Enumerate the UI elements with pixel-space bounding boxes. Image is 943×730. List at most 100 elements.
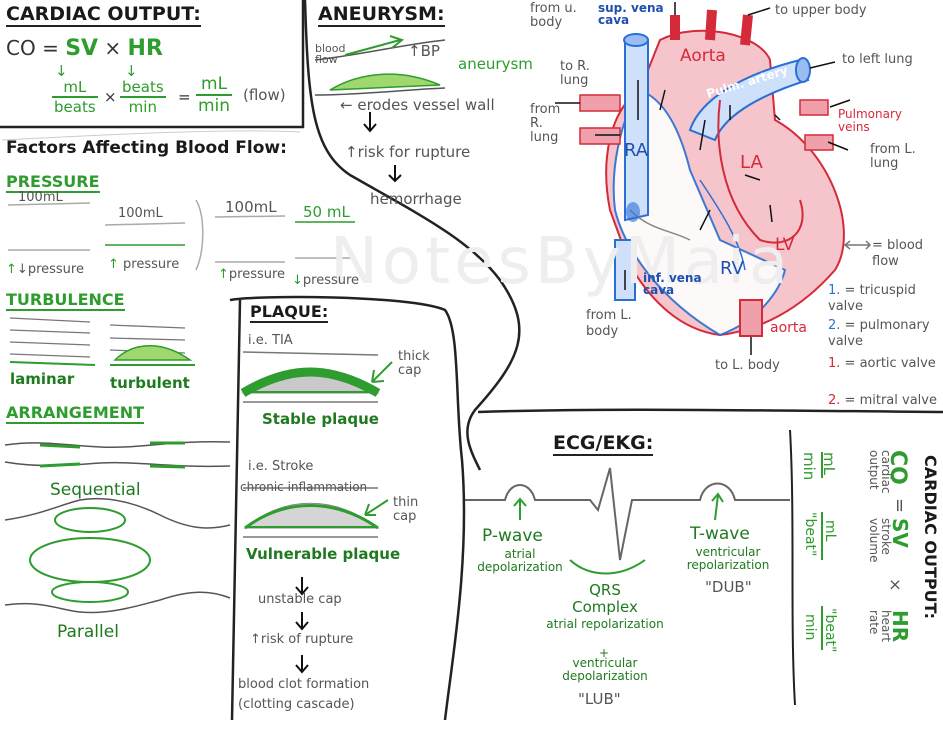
aneurysm-erodes: ← erodes vessel wall xyxy=(340,96,495,114)
section-divider-ecg xyxy=(477,408,943,414)
pressure-p4-text: pressure xyxy=(302,273,360,288)
heart-to-left-lung: to left lung xyxy=(842,52,913,67)
co-frac-1-num: mL xyxy=(52,78,98,98)
co-flow: (flow) xyxy=(243,86,286,104)
ecg-qrs: QRS Complex xyxy=(572,581,638,616)
sequential-label: Sequential xyxy=(50,480,141,500)
pressure-p3: ↑pressure xyxy=(218,267,286,282)
valve-legend-text: = pulmonary valve xyxy=(828,318,930,349)
heart-aorta-label: Aorta xyxy=(680,46,726,66)
heart-sup-vena-cava: sup. vena cava xyxy=(598,1,664,27)
plaque-cascade: (clotting cascade) xyxy=(238,697,355,712)
ecg-p-wave: P-wave xyxy=(482,526,543,546)
valve-legend-item: 1. = tricuspid valve xyxy=(828,283,938,315)
plaque-tia: i.e. TIA xyxy=(248,333,293,348)
valve-legend-item: 1. = aortic valve xyxy=(828,356,938,372)
co-frac-2-den: min xyxy=(128,98,157,116)
co-frac-1-den: beats xyxy=(54,98,96,116)
plaque-box-left xyxy=(230,299,242,721)
section-divider-co2 xyxy=(789,429,796,706)
co-title: CARDIAC OUTPUT: xyxy=(6,3,201,27)
pressure-v2: 100mL xyxy=(118,206,163,221)
parallel-label: Parallel xyxy=(57,622,119,642)
co-label: CO = xyxy=(6,36,59,60)
ecg-plus: + xyxy=(599,646,610,660)
valve-legend-item: 2. = mitral valve xyxy=(828,393,938,409)
heart-aorta-bottom: aorta xyxy=(770,320,807,336)
pressure-v4: 50 mL xyxy=(303,203,350,221)
arrangement-title: ARRANGEMENT xyxy=(6,403,145,424)
pressure-p2: ↑ pressure xyxy=(108,257,180,272)
ecg-qrs-desc1: atrial repolarization xyxy=(546,617,664,631)
co-frac-times: × xyxy=(104,88,117,106)
aneurysm-risk-text: risk for rupture xyxy=(357,143,471,161)
heart-ra: RA xyxy=(624,140,649,161)
aneurysm-risk: ↑risk for rupture xyxy=(345,143,471,161)
valve-legend-number: 2. xyxy=(828,393,845,408)
ecg-dub: "DUB" xyxy=(705,578,752,596)
plaque-stable: Stable plaque xyxy=(262,410,379,428)
legend-blood-flow: = blood flow xyxy=(872,238,924,269)
plaque-unstable: unstable cap xyxy=(258,592,342,607)
plaque-box-right xyxy=(229,295,466,721)
aneurysm-hemorrhage: hemorrhage xyxy=(370,190,462,208)
pressure-p3-text: pressure xyxy=(228,267,286,282)
co-times: × xyxy=(104,36,122,60)
heart-rv: RV xyxy=(720,258,744,279)
plaque-vulnerable: Vulnerable plaque xyxy=(246,545,401,563)
plaque-risk: ↑risk of rupture xyxy=(250,632,354,647)
co-arrow-2: ↓ xyxy=(125,62,138,80)
valve-legend-text: = tricuspid valve xyxy=(828,283,916,314)
pressure-p2-text: pressure xyxy=(123,257,180,272)
heart-diagram xyxy=(555,2,851,355)
valve-legend-number: 1. xyxy=(828,283,845,298)
pressure-v1: 100mL xyxy=(18,190,63,205)
valve-legend-text: = mitral valve xyxy=(844,393,937,408)
laminar-label: laminar xyxy=(10,370,75,388)
ecg-p-desc: atrial depolarization xyxy=(477,547,563,574)
aneurysm-label: aneurysm xyxy=(458,55,533,73)
plaque-chronic: chronic inflammation xyxy=(240,480,368,494)
co-frac-equals: = xyxy=(178,88,191,106)
heart-from-l-body: from L. body xyxy=(586,308,632,339)
plaque-thin-cap: thin cap xyxy=(393,495,419,524)
co-equation: CO = SV × HR xyxy=(6,36,163,61)
pressure-p4: ↓pressure xyxy=(292,273,360,288)
co-hr: HR xyxy=(127,36,163,61)
valve-legend-item: 2. = pulmonary valve xyxy=(828,318,938,350)
watermark: NotesByMaia xyxy=(330,225,793,299)
co-frac-3-num: mL xyxy=(196,74,233,96)
heart-la: LA xyxy=(740,152,763,173)
valve-legend-text: = aortic valve xyxy=(844,356,936,371)
heart-inf-vena-cava: inf. vena cava xyxy=(643,271,702,297)
heart-to-upper-body: to upper body xyxy=(775,3,867,18)
aneurysm-blood-flow: blood flow xyxy=(315,42,346,66)
pressure-p1: ↑↓pressure xyxy=(6,262,84,277)
aneurysm-title: ANEURYSM: xyxy=(318,3,445,27)
co-frac-3-den: min xyxy=(198,96,231,116)
heart-pulmonary-veins: Pulmonary veins xyxy=(838,107,902,134)
plaque-clot: blood clot formation xyxy=(238,677,370,692)
co-arrow-1: ↓ xyxy=(55,62,68,80)
valve-legend-number: 1. xyxy=(828,356,845,371)
co-frac-2-num: beats xyxy=(120,78,166,98)
ecg-t-wave: T-wave xyxy=(690,524,750,544)
co-sv: SV xyxy=(65,36,99,61)
plaque-title: PLAQUE: xyxy=(250,302,329,323)
heart-to-l-body: to L. body xyxy=(715,358,780,373)
heart-to-r-lung: to R. lung xyxy=(560,59,590,88)
turbulent-label: turbulent xyxy=(110,374,190,392)
pressure-title: PRESSURE xyxy=(6,172,100,193)
ecg-lub: "LUB" xyxy=(578,690,621,708)
heart-from-l-lung: from L. lung xyxy=(870,142,916,171)
aneurysm-bp-text: BP xyxy=(420,42,440,60)
heart-lv: LV xyxy=(775,235,795,255)
pressure-p1-text: pressure xyxy=(27,262,84,277)
plaque-thick-cap: thick cap xyxy=(398,349,430,378)
ecg-qrs-desc2: ventricular depolarization xyxy=(562,656,648,683)
